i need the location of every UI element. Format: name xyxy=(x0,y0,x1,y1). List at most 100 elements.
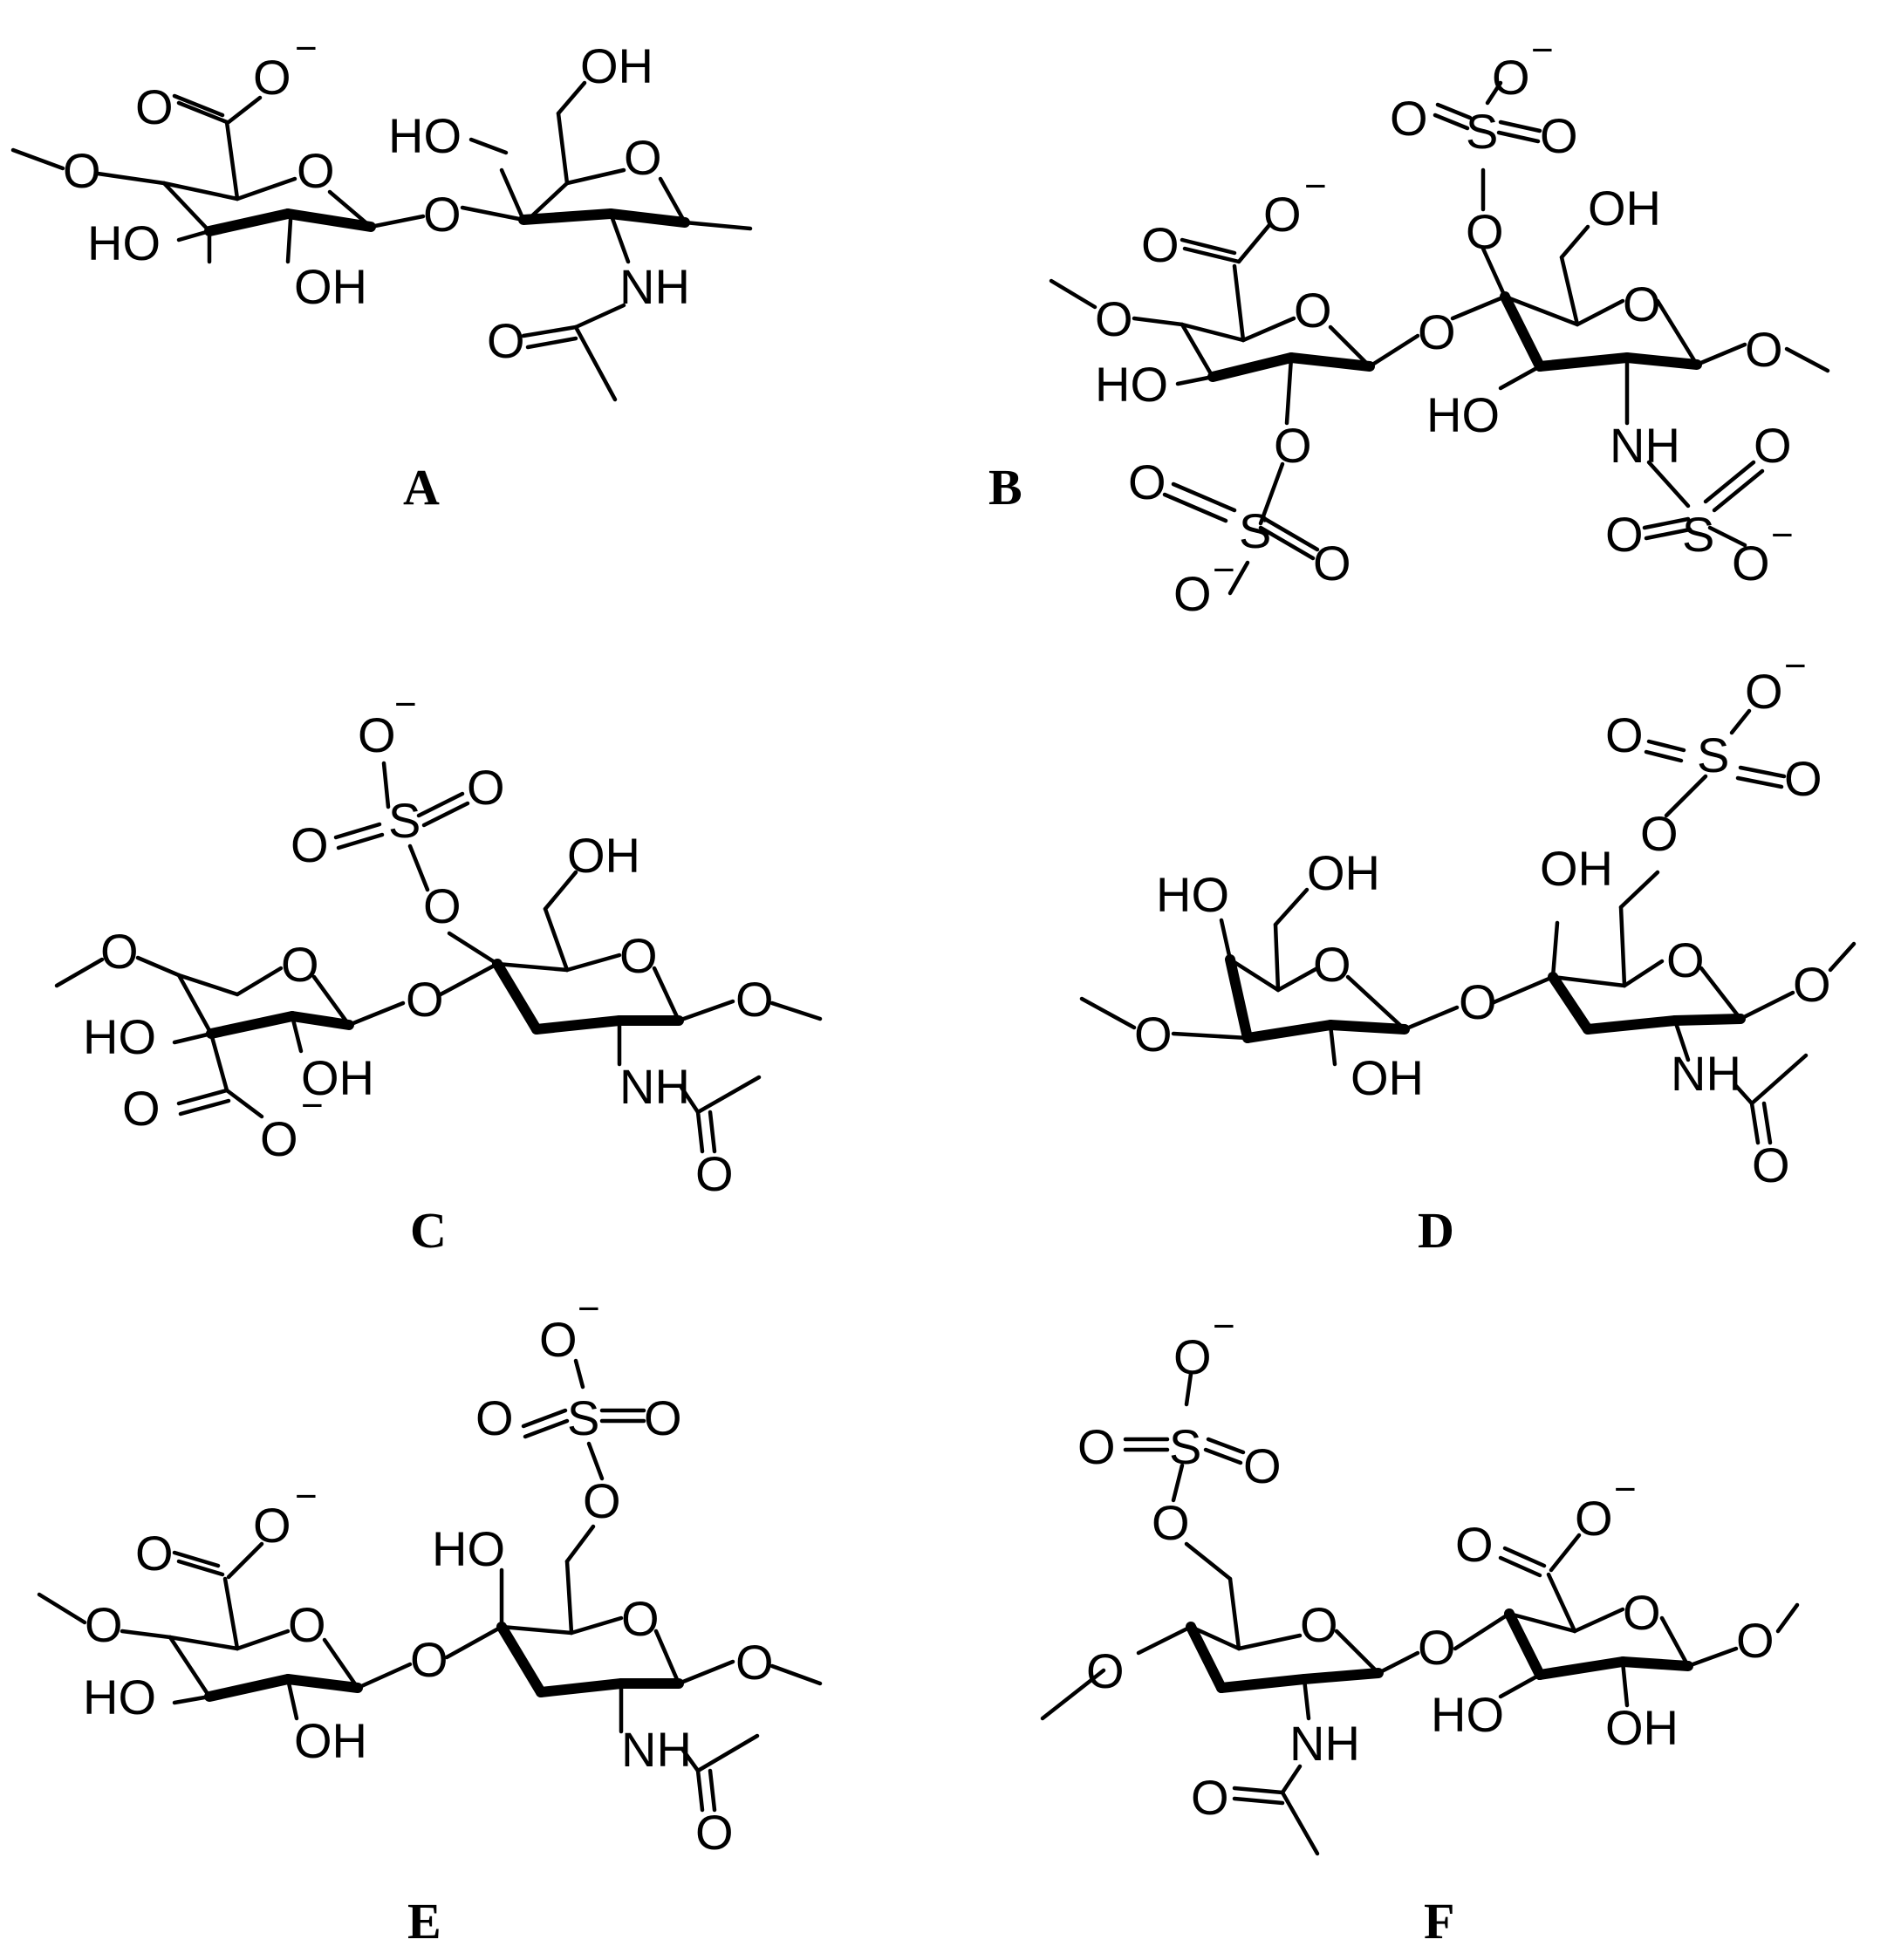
atom-label: OH xyxy=(1307,845,1380,900)
atom-label: O xyxy=(1095,291,1133,346)
atom-label: O xyxy=(1605,707,1644,762)
atom-label: NH xyxy=(619,1059,690,1114)
atom-label: O xyxy=(288,1597,326,1652)
atom-label: O xyxy=(253,50,291,105)
atom-label: O xyxy=(1274,418,1312,473)
charge-label: − xyxy=(1784,645,1807,687)
atom-label: O xyxy=(1455,1517,1494,1572)
atom-label: O xyxy=(1077,1419,1116,1474)
atom-label: O xyxy=(695,1146,734,1201)
atom-label: O xyxy=(539,1312,578,1367)
atom-label: OH xyxy=(1351,1050,1424,1105)
atom-label: O xyxy=(423,878,462,933)
atom-label: O xyxy=(291,817,329,872)
atom-label: O xyxy=(487,313,525,368)
panel-e-structure xyxy=(37,1358,823,1813)
atom-label: NH xyxy=(619,259,690,314)
panel-f-atom-labels: O − O S O O O O NH O O O O − O O HO OH xyxy=(1077,1305,1774,1825)
charge-label: − xyxy=(1531,29,1554,72)
atom-label: O xyxy=(644,1390,682,1445)
atom-label: O xyxy=(1418,304,1456,359)
atom-label: HO xyxy=(1095,357,1168,412)
panel-b-atom-labels: O O O − O O HO O S O O O − O S O O O − O… xyxy=(1095,29,1794,621)
atom-label: HO xyxy=(1426,387,1500,442)
atom-label: S xyxy=(1169,1419,1201,1474)
atom-label: O xyxy=(1732,536,1770,591)
atom-label: O xyxy=(1736,1613,1774,1668)
atom-label: O xyxy=(1784,751,1822,806)
atom-label: O xyxy=(135,79,174,134)
atom-label: O xyxy=(1173,566,1212,621)
atom-label: S xyxy=(567,1390,599,1445)
atom-label: O xyxy=(475,1390,514,1445)
atom-label: O xyxy=(619,928,658,983)
charge-label: − xyxy=(295,1475,318,1518)
atom-label: HO xyxy=(432,1521,505,1576)
atom-label: O xyxy=(1173,1329,1212,1384)
atom-label: O xyxy=(1623,1585,1661,1640)
atom-label: O xyxy=(1141,217,1180,272)
atom-label: O xyxy=(122,1081,161,1136)
atom-label: O xyxy=(423,187,462,242)
atom-label: NH xyxy=(1610,418,1680,473)
charge-label: − xyxy=(1771,514,1794,557)
atom-label: O xyxy=(1492,50,1530,105)
atom-label: S xyxy=(1697,727,1729,782)
atom-label: O xyxy=(281,937,319,992)
panel-label-d: D xyxy=(1418,1202,1454,1259)
atom-label: O xyxy=(1793,957,1831,1012)
atom-label: OH xyxy=(301,1050,374,1105)
atom-label: O xyxy=(1243,1438,1282,1493)
atom-label: OH xyxy=(1540,841,1613,896)
atom-label: O xyxy=(63,143,101,198)
atom-label: O xyxy=(297,143,335,198)
atom-label: O xyxy=(735,972,774,1027)
charge-label: − xyxy=(301,1084,324,1127)
atom-label: S xyxy=(1239,503,1271,558)
atom-label: O xyxy=(1134,1007,1173,1062)
panel-e-atom-labels: O O − O O HO OH O O − O S O O HO O O NH … xyxy=(83,1287,774,1860)
panel-c-atom-labels: O O HO OH O O − O O − O S O O OH O O NH … xyxy=(83,683,774,1201)
atom-label: O xyxy=(1745,322,1783,377)
panel-label-b: B xyxy=(988,459,1022,516)
atom-label: O xyxy=(624,130,662,185)
panel-f-structure xyxy=(1040,1371,1800,1856)
atom-label: O xyxy=(1313,536,1351,591)
atom-label: O xyxy=(1152,1495,1190,1550)
atom-label: O xyxy=(1752,1137,1790,1192)
atom-label: O xyxy=(1263,187,1302,242)
atom-label: O xyxy=(1459,974,1497,1029)
charge-label: − xyxy=(578,1287,600,1330)
atom-label: O xyxy=(253,1498,291,1553)
charge-label: − xyxy=(295,27,318,70)
atom-label: O xyxy=(621,1591,660,1646)
atom-label: NH xyxy=(1289,1716,1360,1771)
atom-label: O xyxy=(1745,664,1783,719)
atom-label: OH xyxy=(1605,1700,1679,1755)
atom-label: OH xyxy=(294,1713,367,1768)
panel-a-atom-labels: O O − O O O OH HO HO OH NH O O xyxy=(63,27,690,368)
atom-label: O xyxy=(1666,932,1705,987)
atom-label: O xyxy=(1754,418,1792,473)
panel-label-a: A xyxy=(403,459,440,516)
atom-label: O xyxy=(1300,1597,1338,1652)
atom-label: HO xyxy=(83,1670,156,1724)
atom-label: O xyxy=(583,1473,621,1528)
charge-label: − xyxy=(394,683,417,726)
atom-label: NH xyxy=(621,1722,692,1777)
atom-label: HO xyxy=(87,215,161,270)
atom-label: OH xyxy=(294,259,367,314)
atom-label: HO xyxy=(1431,1687,1504,1742)
atom-label: O xyxy=(410,1632,448,1687)
atom-label: HO xyxy=(1156,867,1229,922)
atom-label: O xyxy=(100,924,139,979)
atom-label: O xyxy=(1575,1491,1613,1546)
atom-label: O xyxy=(1640,806,1679,861)
atom-label: S xyxy=(1466,104,1498,159)
atom-label: O xyxy=(1086,1643,1125,1698)
charge-label: − xyxy=(1304,165,1327,208)
panel-label-f: F xyxy=(1424,1893,1454,1950)
atom-label: O xyxy=(85,1597,123,1652)
charge-label: − xyxy=(1213,549,1235,591)
atom-label: O xyxy=(135,1526,174,1581)
